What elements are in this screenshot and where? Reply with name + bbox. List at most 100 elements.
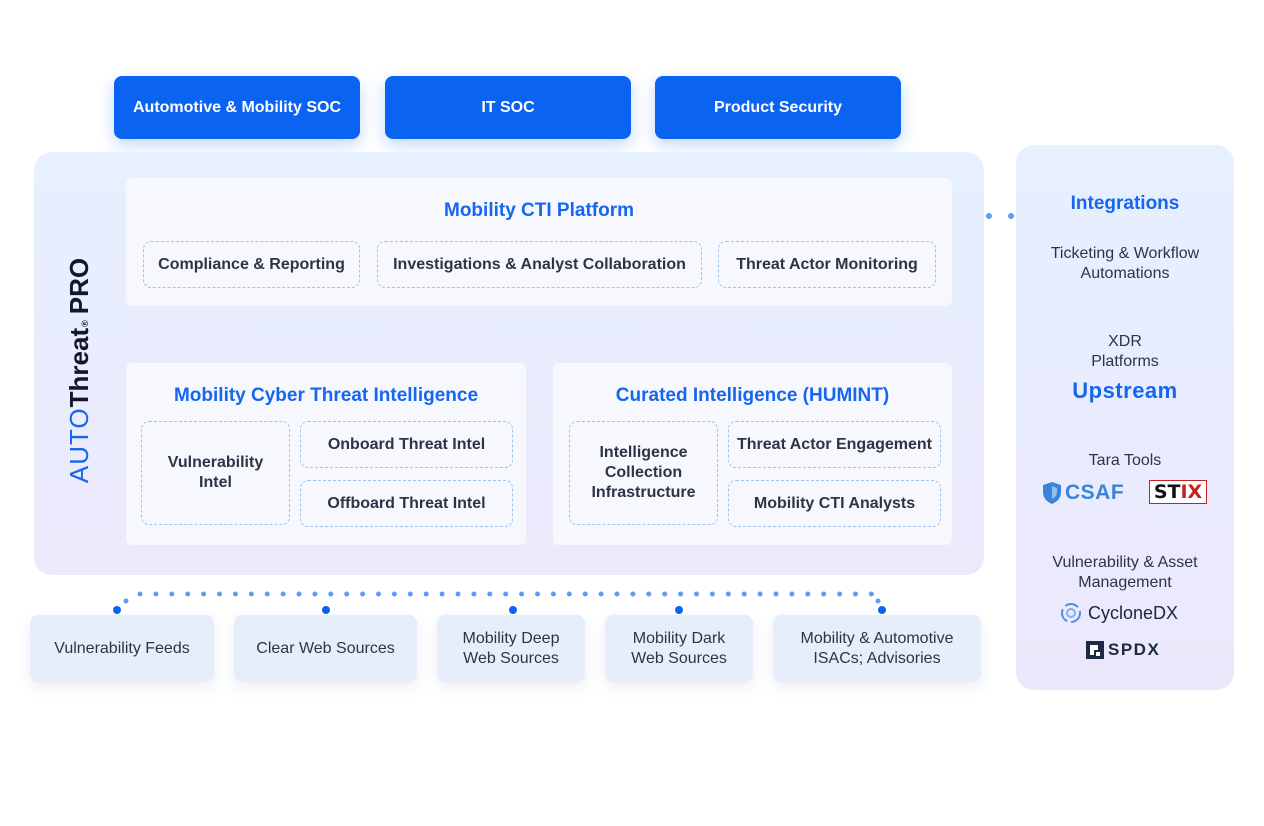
connector-dot <box>296 591 302 597</box>
connector-dot <box>853 591 858 597</box>
connector-dot <box>614 591 620 597</box>
connector-dot <box>328 591 334 597</box>
source-deep-web[interactable]: Mobility Deep Web Sources <box>437 615 585 682</box>
ticketing-workflow-label: Ticketing & Workflow Automations <box>1050 245 1200 282</box>
cti-platform-box: Mobility CTI Platform Compliance & Repor… <box>126 178 952 306</box>
connector-dot <box>217 591 222 597</box>
threat-actor-monitoring-card[interactable]: Threat Actor Monitoring <box>718 241 936 288</box>
offboard-threat-intel-card[interactable]: Offboard Threat Intel <box>300 480 513 527</box>
source-clear-web[interactable]: Clear Web Sources <box>234 615 417 682</box>
humint-box: Curated Intelligence (HUMINT) Intelligen… <box>553 363 952 545</box>
cyber-threat-intel-box: Mobility Cyber Threat Intelligence Vulne… <box>126 363 526 545</box>
connector-dot <box>391 591 397 597</box>
connector-dot <box>805 591 811 597</box>
automotive-mobility-soc-button[interactable]: Automotive & Mobility SOC <box>114 76 360 139</box>
connector-dot <box>1008 213 1014 219</box>
stix-logo-st: ST <box>1153 481 1181 503</box>
connector-dot <box>264 591 270 597</box>
threat-actor-engagement-card[interactable]: Threat Actor Engagement <box>728 421 941 468</box>
shield-icon <box>1043 482 1061 504</box>
connector-dot <box>503 591 509 597</box>
spdx-logo-text: SPDX <box>1108 640 1161 659</box>
brand-pro-wordmark: PRO <box>64 257 95 314</box>
connector-dot <box>471 591 477 597</box>
connector-dot <box>201 591 207 597</box>
connector-dot <box>694 591 699 597</box>
connector-dot <box>344 591 350 597</box>
cyclonedx-logo-text: CycloneDX <box>1088 602 1179 623</box>
connector-dot <box>407 591 413 597</box>
it-soc-button[interactable]: IT SOC <box>385 76 631 139</box>
connector-dot <box>185 591 191 597</box>
connector-dot <box>280 591 286 597</box>
connector-dot <box>169 591 175 597</box>
connector-dot <box>487 591 493 597</box>
compliance-reporting-card[interactable]: Compliance & Reporting <box>143 241 360 288</box>
connector-dot <box>875 598 881 604</box>
connector-dot <box>646 591 652 597</box>
source-dark-web[interactable]: Mobility Dark Web Sources <box>605 615 753 682</box>
connector-dot <box>741 591 747 597</box>
mobility-cti-analysts-card[interactable]: Mobility CTI Analysts <box>728 480 941 527</box>
connector-dot <box>598 591 604 597</box>
connector-dot <box>550 591 556 597</box>
connector-dot <box>709 591 715 597</box>
tara-tools-label: Tara Tools <box>1088 452 1162 469</box>
connector-dot <box>376 591 381 597</box>
connector-dot <box>662 591 668 597</box>
xdr-platforms-label: XDR Platforms <box>1091 333 1159 370</box>
connector-dot <box>439 591 445 597</box>
investigations-collaboration-card[interactable]: Investigations & Analyst Collaboration <box>377 241 702 288</box>
connector-dot <box>519 591 525 597</box>
vulnerability-intel-card[interactable]: Vulnerability Intel <box>141 421 290 525</box>
connector-node <box>322 606 330 614</box>
connector-dot <box>232 591 238 597</box>
connector-dot <box>630 591 636 597</box>
connector-dot <box>773 591 779 597</box>
product-security-button[interactable]: Product Security <box>655 76 901 139</box>
cyclonedx-logo: CycloneDX <box>1058 601 1198 625</box>
connector-dot <box>789 591 795 597</box>
connector-dot <box>868 591 874 597</box>
connector-dot <box>360 591 366 597</box>
cti-platform-title: Mobility CTI Platform <box>444 200 634 221</box>
stix-logo-ix: IX <box>1180 481 1203 503</box>
connector-dot <box>455 591 461 597</box>
connector-dot <box>123 598 129 604</box>
humint-title: Curated Intelligence (HUMINT) <box>615 385 890 406</box>
onboard-threat-intel-card[interactable]: Onboard Threat Intel <box>300 421 513 468</box>
spdx-logo: SPDX <box>1086 639 1176 661</box>
integrations-title: Integrations <box>1070 193 1180 214</box>
cyclone-icon <box>1061 603 1081 623</box>
connector-dot <box>725 591 731 597</box>
csaf-logo-text: CSAF <box>1065 481 1125 504</box>
cyber-threat-intel-title: Mobility Cyber Threat Intelligence <box>173 385 479 406</box>
connector-node <box>878 606 886 614</box>
spdx-icon <box>1086 641 1104 659</box>
connector-dot <box>423 591 429 597</box>
connector-dot <box>821 591 827 597</box>
connector-node <box>675 606 683 614</box>
connector-dot <box>566 591 572 597</box>
integrations-panel: Integrations Ticketing & Workflow Automa… <box>1016 145 1234 690</box>
vulnerability-asset-mgmt-label: Vulnerability & Asset Management <box>1052 554 1198 591</box>
connector-dot <box>757 591 763 597</box>
brand-auto-wordmark: AUTO <box>64 406 95 483</box>
source-vulnerability-feeds[interactable]: Vulnerability Feeds <box>30 615 214 682</box>
connector-dot <box>137 591 143 597</box>
connector-dot <box>312 591 318 597</box>
csaf-logo: CSAF <box>1042 480 1128 506</box>
brand-threat-wordmark: Threat <box>64 327 95 407</box>
connector-dot <box>153 591 159 597</box>
upstream-logo: Upstream <box>1072 378 1178 403</box>
source-isacs-advisories[interactable]: Mobility & Automotive ISACs; Advisories <box>773 615 981 682</box>
connector-dot <box>248 591 254 597</box>
brand-registered-mark: ® <box>80 319 91 327</box>
connector-dot <box>837 591 843 597</box>
connector-dot <box>535 591 540 597</box>
connector-dot <box>582 591 588 597</box>
connector-node <box>113 606 121 614</box>
intelligence-collection-card[interactable]: Intelligence Collection Infrastructure <box>569 421 718 525</box>
connector-node <box>509 606 517 614</box>
